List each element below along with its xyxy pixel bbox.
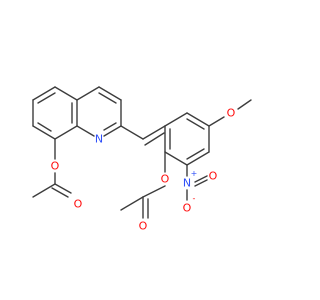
acetate-group-2 [120, 151, 166, 219]
methoxy-group [208, 99, 252, 127]
nitro-group [186, 164, 208, 201]
quinoline-nitrogen-label: N [95, 133, 103, 146]
ester2-carbonyl-oxygen-label: O [139, 220, 148, 233]
acetate-group-1 [32, 138, 72, 198]
ester1-link-oxygen-label: O [51, 160, 60, 173]
quinoline-pyridine-ring [76, 86, 122, 137]
nitro-positive-charge: + [191, 169, 198, 178]
ester1-carbonyl-oxygen-label: O [74, 198, 83, 211]
molecule-structure: N O O O O O N + O - O [32, 86, 252, 233]
vinyl-linker [120, 125, 166, 146]
ester2-link-oxygen-label: O [161, 173, 170, 186]
nitro-nitrogen-label: N [183, 177, 191, 190]
nitro-negative-charge: - [193, 194, 196, 203]
nitro-oxygen-label-bottom: O [183, 202, 192, 215]
methoxy-oxygen-label: O [227, 107, 236, 120]
aryl-ring [164, 112, 210, 166]
quinoline-benzo-ring [32, 86, 78, 140]
nitro-oxygen-label-right: O [209, 170, 218, 183]
